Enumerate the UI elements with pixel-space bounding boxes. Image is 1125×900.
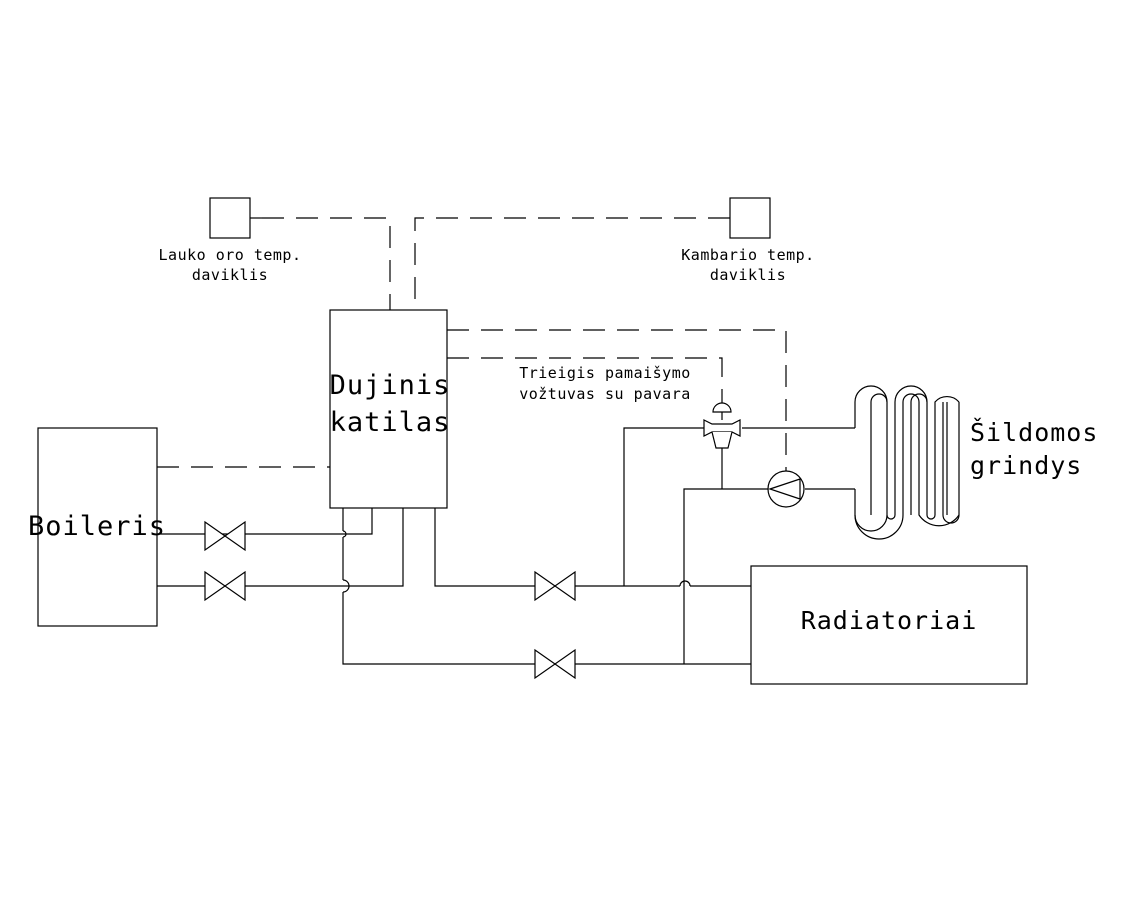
shutoff-valve-boiler-top (204, 520, 246, 552)
water-heater (37, 427, 158, 627)
radiators-label: Radiatoriai (801, 606, 978, 635)
floor-heating-label-line2: grindys (970, 451, 1082, 480)
room-sensor-label-line2: daviklis (710, 266, 786, 284)
outdoor-sensor-label-line2: daviklis (192, 266, 268, 284)
shutoff-valve-return (534, 648, 576, 680)
circulation-pump (767, 470, 805, 508)
gas-boiler-label-line1: Dujinis (330, 370, 451, 401)
outdoor-sensor-label-line1: Lauko oro temp. (159, 246, 302, 264)
mixing-valve-label-line2: vožtuvas su pavara (519, 385, 691, 403)
shutoff-valve-boiler-bottom (204, 570, 246, 602)
floor-heating-label-line1: Šildomos (970, 417, 1098, 447)
room-temp-sensor (729, 197, 771, 239)
mixing-valve-label-line1: Trieigis pamaišymo (519, 364, 691, 382)
gas-boiler (329, 309, 448, 509)
three-way-mixing-valve (703, 400, 741, 449)
shutoff-valve-supply (534, 570, 576, 602)
control-signal-lines (157, 217, 787, 475)
floor-heating-coil (854, 385, 960, 540)
outdoor-temp-sensor (209, 197, 262, 239)
radiators (750, 565, 1028, 685)
room-sensor-label-line1: Kambario temp. (681, 246, 814, 264)
pipework (157, 427, 855, 665)
gas-boiler-label-line2: katilas (330, 407, 451, 438)
water-heater-label: Boileris (28, 511, 166, 542)
